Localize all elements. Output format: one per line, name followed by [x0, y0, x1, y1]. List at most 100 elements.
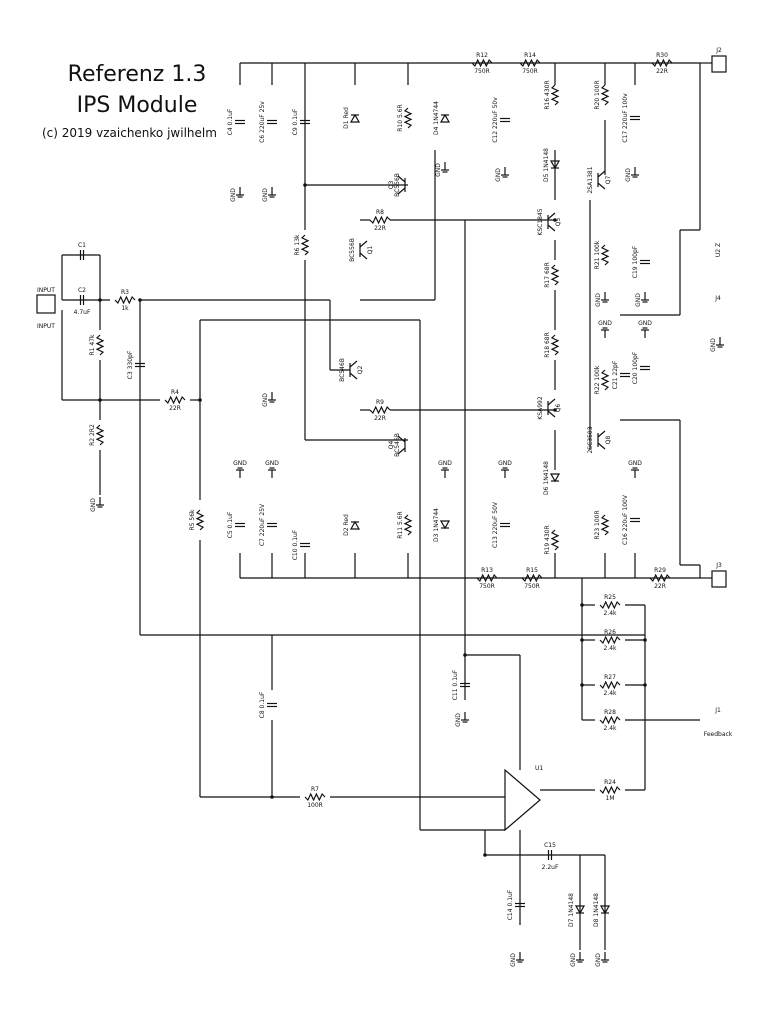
- part-label: R11 5.6R: [397, 511, 404, 538]
- part-ref: R27: [604, 674, 616, 681]
- resistor-body: [550, 264, 560, 286]
- transistor-emitter: [349, 372, 358, 380]
- capacitor-c2: [79, 295, 85, 305]
- part-label: C16 220uF 100V: [622, 494, 629, 545]
- part-ref: R9: [376, 399, 384, 406]
- part-ref: C1: [78, 242, 86, 249]
- schematic-title: Referenz 1.3 IPS Module (c) 2019 vzaiche…: [42, 60, 217, 144]
- part-label: C21 22pF: [612, 360, 619, 389]
- ground-symbol: [516, 952, 524, 963]
- part-label: R10 5.6R: [397, 104, 404, 131]
- opamp-body: [504, 768, 541, 832]
- resistor-r4: [164, 395, 186, 405]
- resistor-body: [471, 58, 493, 68]
- part-ref: R3: [121, 289, 129, 296]
- diode-d7: [574, 905, 586, 915]
- connector-label: J2: [715, 47, 722, 54]
- transistor-emitter: [547, 224, 556, 232]
- capacitor-c1: [79, 250, 85, 260]
- resistor-body: [600, 514, 610, 536]
- resistor-r17: [550, 264, 560, 286]
- resistor-body: [600, 244, 610, 266]
- capacitor-c17: [630, 115, 640, 121]
- resistor-body: [195, 509, 205, 531]
- transistor-emitter: [597, 442, 606, 450]
- part-value: 2SA1381: [587, 166, 594, 193]
- junction-dot: [643, 638, 647, 642]
- transistor-q3: [397, 175, 406, 195]
- ground-symbol: [716, 337, 724, 348]
- part-ref: R28: [604, 709, 616, 716]
- part-ref: R4: [171, 389, 179, 396]
- part-ref: Q3: [388, 181, 395, 190]
- part-label: C19 100pF: [632, 245, 639, 278]
- part-label: R5 56k: [189, 509, 196, 531]
- capacitor-c13: [500, 522, 510, 528]
- transistor-q1: [359, 240, 368, 260]
- ground-symbol: [601, 952, 609, 963]
- ground-label: GND: [595, 953, 602, 967]
- resistor-body: [600, 84, 610, 106]
- junction-dot: [483, 853, 487, 857]
- part-ref: Q2: [357, 366, 364, 375]
- title-line-1: Referenz 1.3: [67, 62, 207, 87]
- resistor-r23: [600, 514, 610, 536]
- diode-d3: [439, 520, 451, 530]
- diode-triangle: [549, 160, 561, 170]
- ground-label: GND: [625, 168, 632, 182]
- part-label: C7 220uF 25V: [259, 503, 266, 546]
- diode-triangle: [549, 473, 561, 483]
- ground-label: GND: [262, 188, 269, 202]
- j4-label: J4: [714, 295, 721, 302]
- ground-symbol: [268, 467, 276, 478]
- resistor-r25: [599, 600, 621, 610]
- part-label: C13 220uF 50V: [492, 501, 499, 548]
- transistor-q5: [547, 212, 556, 232]
- junction-dot: [463, 653, 467, 657]
- part-value: 750R: [474, 68, 490, 75]
- ground-label: GND: [230, 188, 237, 202]
- part-label: C5 0.1uF: [227, 511, 234, 538]
- part-label: R16 430R: [544, 80, 551, 109]
- part-label: C3 330pF: [127, 350, 134, 379]
- part-label: R22 100k: [594, 365, 601, 394]
- part-label: C9 0.1uF: [292, 108, 299, 135]
- part-label: C4 0.1uF: [227, 108, 234, 135]
- transistor-collector: [547, 212, 556, 220]
- part-value: BC556B: [394, 173, 401, 197]
- part-ref: R8: [376, 209, 384, 216]
- part-value: 4.7uF: [74, 309, 91, 316]
- ground-label: GND: [498, 460, 512, 467]
- ground-symbol: [576, 952, 584, 963]
- transistor-collector: [597, 430, 606, 438]
- part-ref: Q4: [388, 441, 395, 450]
- part-label: C17 220uF 100v: [622, 93, 629, 143]
- part-label: R18 68R: [544, 332, 551, 358]
- resistor-r22: [600, 369, 610, 391]
- transistor-emitter: [397, 187, 406, 195]
- part-ref: R30: [656, 52, 668, 59]
- resistor-r9: [369, 405, 391, 415]
- transistor-collector: [397, 175, 406, 183]
- ground-symbol: [601, 292, 609, 303]
- junction-dot: [580, 683, 584, 687]
- part-label: D2 Red: [343, 514, 350, 536]
- resistor-body: [114, 295, 136, 305]
- resistor-body: [550, 334, 560, 356]
- part-label: R2 2R2: [89, 424, 96, 446]
- part-ref: R15: [526, 567, 538, 574]
- part-ref: R25: [604, 594, 616, 601]
- part-value: BC556B: [349, 238, 356, 262]
- connector-j2: [711, 55, 727, 73]
- junction-dot: [98, 398, 102, 402]
- part-label: R23 100R: [594, 510, 601, 539]
- part-ref: Q1: [367, 246, 374, 255]
- part-value: KSC1845: [537, 208, 544, 235]
- capacitor-c3: [135, 362, 145, 368]
- resistor-r21: [600, 244, 610, 266]
- part-label: D8 1N4148: [593, 893, 600, 927]
- resistor-body: [599, 600, 621, 610]
- transistor-collector: [359, 240, 368, 248]
- resistor-body: [550, 84, 560, 106]
- resistor-r20: [600, 84, 610, 106]
